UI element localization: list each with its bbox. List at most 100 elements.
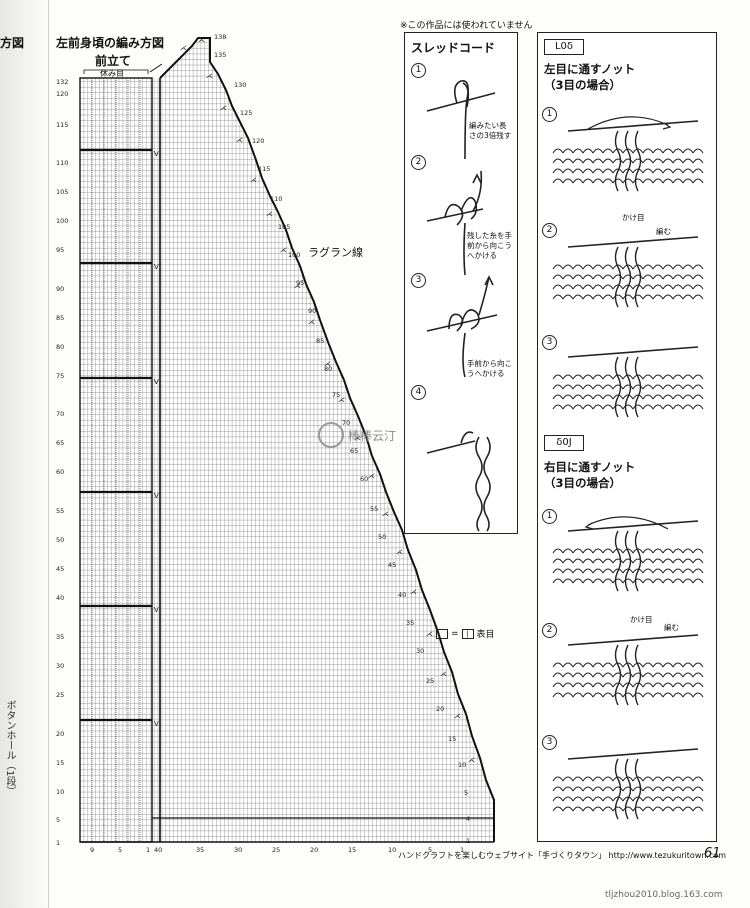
decrease-mark-32: ⋌: [382, 510, 389, 518]
legend-knit-symbol: |: [461, 628, 474, 639]
knit-col-3-1: [624, 530, 632, 592]
knit-row-0-3: [552, 178, 704, 184]
bottom-col-label-10: 5: [428, 846, 432, 854]
chart-subtitle: 前立て: [95, 54, 132, 68]
arrow-curve-2: [587, 516, 669, 530]
page-number: 61: [704, 846, 721, 861]
knit-row-5-1: [552, 786, 704, 792]
previous-page-side-text: ボタンホール（1段）: [4, 700, 15, 797]
thread-cord-panel: スレッドコード 1 2 3 4 編みたい長さの3倍残す 残した糸を手前から向こう…: [404, 32, 518, 534]
thread-step-4: 4: [411, 385, 426, 400]
left-row-label-24: 5: [56, 816, 60, 824]
thread-note-1: 編みたい長さの3倍残す: [469, 121, 512, 140]
decrease-mark-10: ⋌: [220, 104, 227, 112]
right-row-label-1: 135: [214, 51, 226, 59]
knit-row-5-2: [552, 796, 704, 802]
knit-row-3-2: [552, 568, 704, 574]
right-row-label-9: 95: [296, 279, 304, 287]
right-row-label-13: 75: [332, 391, 340, 399]
right-knot-yarnover-label: かけ目: [630, 615, 653, 624]
knit-col-3-2: [634, 530, 642, 592]
right-row-label-24: 20: [436, 705, 444, 713]
chart-legend: = | 表目: [436, 627, 495, 640]
knit-row-4-1: [552, 672, 704, 678]
bottom-col-label-4: 35: [196, 846, 204, 854]
decrease-mark-26: ⋌: [338, 396, 345, 404]
needle-3: [567, 520, 699, 532]
blog-credit: tljzhou2010.blog.163.com: [605, 890, 723, 900]
knit-col-2-1: [624, 356, 632, 418]
buttonhole-mark-5: V: [154, 720, 159, 728]
thread-note-2: 残した糸を手前から向こうへかける: [467, 231, 512, 260]
chart-body-fill: [80, 38, 494, 842]
left-row-label-21: 20: [56, 730, 64, 738]
right-row-label-10: 90: [308, 307, 316, 315]
knit-col-5-1: [624, 758, 632, 820]
watermark: 棒棒云汀: [318, 422, 396, 448]
knit-col-1-0: [614, 246, 622, 308]
chart-title: 左前身頃の編み方図: [56, 36, 165, 50]
right-knot-step-1: 1: [542, 509, 557, 524]
previous-page-title: 方図: [0, 36, 25, 50]
knit-col-4-1: [624, 644, 632, 706]
right-knot-knit-label: 編む: [664, 623, 679, 632]
left-row-label-23: 10: [56, 788, 64, 796]
thread-note-3: 手前から向こうへかける: [467, 359, 512, 378]
decrease-mark-38: ⋌: [426, 630, 433, 638]
knot-panel: L0δ 左目に通すノット（3目の場合） 1 2 3 かけ目 編む δ0J 右目に…: [537, 32, 717, 842]
legend-empty-square: [436, 628, 448, 639]
decrease-mark-8: ⋌: [206, 72, 213, 80]
thread-cord-title: スレッドコード: [411, 41, 496, 55]
arrow-curve-1: [587, 116, 669, 130]
knit-col-0-0: [614, 130, 622, 192]
decrease-mark-40: ⋌: [440, 670, 447, 678]
left-knot-step-1: 1: [542, 107, 557, 122]
knit-row-3-3: [552, 578, 704, 584]
bottom-col-label-7: 20: [310, 846, 318, 854]
left-row-label-15: 50: [56, 536, 64, 544]
knit-col-1-1: [624, 246, 632, 308]
right-row-label-17: 55: [370, 505, 378, 513]
knit-row-0-1: [552, 158, 704, 164]
decrease-mark-6: ⋌: [198, 36, 205, 44]
right-knot-symbol: δ0J: [544, 435, 584, 451]
arrowhead-2: [584, 522, 594, 530]
knit-col-5-0: [614, 758, 622, 820]
needle-2: [567, 346, 699, 358]
knit-row-2-2: [552, 394, 704, 400]
left-row-label-9: 80: [56, 343, 64, 351]
knit-col-2-2: [634, 356, 642, 418]
decrease-mark-12: ⋌: [236, 136, 243, 144]
knit-row-4-0: [552, 662, 704, 668]
bottom-col-label-9: 10: [388, 846, 396, 854]
left-row-label-17: 40: [56, 594, 64, 602]
knit-row-0-0: [552, 148, 704, 154]
knit-row-1-0: [552, 264, 704, 270]
arrowhead-1: [662, 122, 672, 130]
needle-1: [567, 236, 699, 248]
bottom-col-label-0: 9: [90, 846, 94, 854]
left-row-label-13: 60: [56, 468, 64, 476]
decrease-mark-16: ⋌: [266, 210, 273, 218]
raglan-line-label: ラグラン線: [308, 246, 363, 259]
right-row-label-18: 50: [378, 533, 386, 541]
rest-stitch-label: 休み目: [100, 69, 124, 78]
left-knot-step-3: 3: [542, 335, 557, 350]
bottom-col-label-2: 1: [146, 846, 150, 854]
watermark-text: 棒棒云汀: [348, 428, 397, 443]
left-row-label-7: 90: [56, 285, 64, 293]
rest-arrow: [149, 63, 163, 73]
knit-col-4-2: [634, 644, 642, 706]
buttonhole-mark-4: V: [154, 606, 159, 614]
right-knot-title: 右目に通すノット（3目の場合）: [544, 460, 636, 490]
footer-site: ハンドクラフトを楽しむウェブサイト「手づくりタウン」 http://www.te…: [398, 851, 727, 860]
thread-step-2: 2: [411, 155, 426, 170]
knit-col-3-0: [614, 530, 622, 592]
right-row-label-25: 15: [448, 735, 456, 743]
right-row-label-19: 45: [388, 561, 396, 569]
knit-row-1-1: [552, 274, 704, 280]
decrease-mark-22: ⋌: [308, 318, 315, 326]
needle-0: [567, 120, 699, 132]
right-row-label-23: 25: [426, 677, 434, 685]
